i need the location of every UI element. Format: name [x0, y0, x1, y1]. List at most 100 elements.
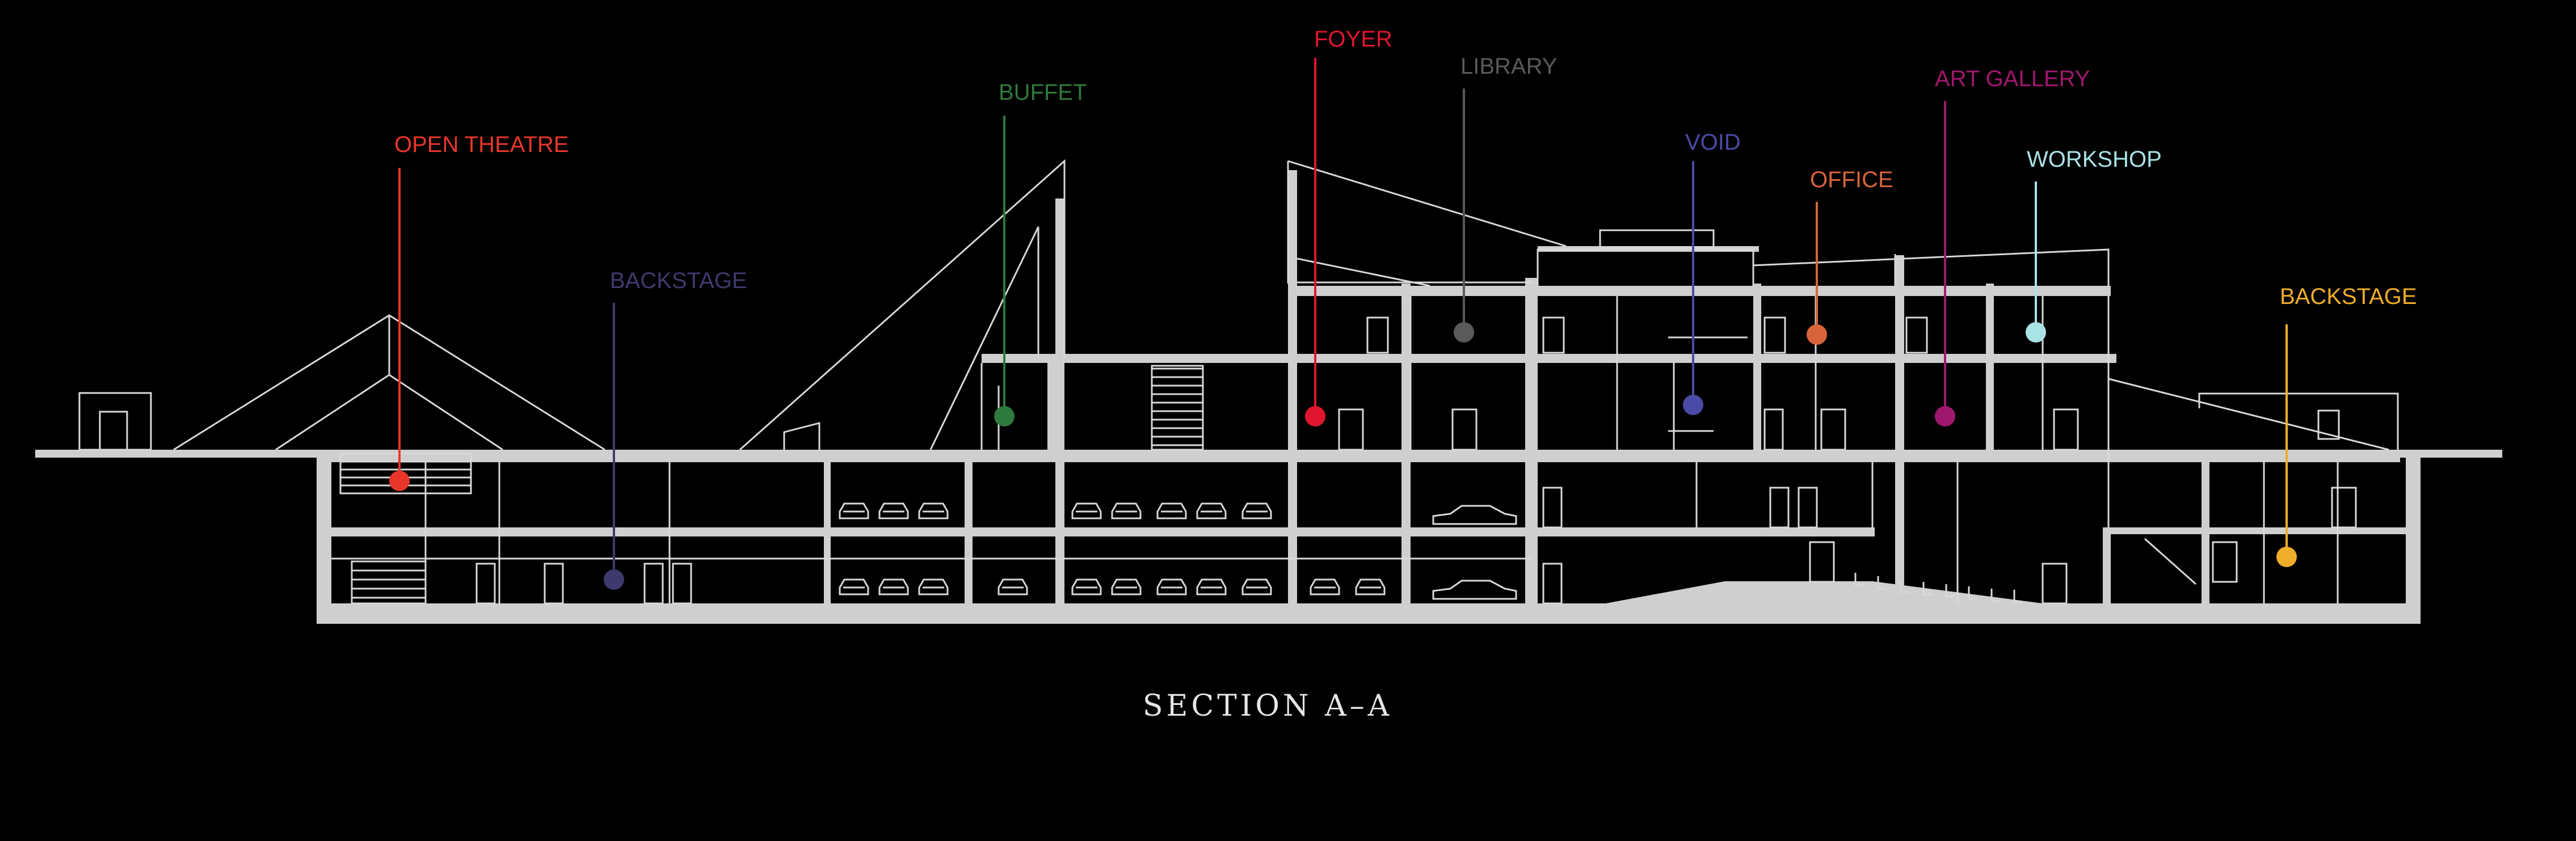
column: [1753, 284, 1761, 454]
door-icon: [672, 563, 692, 605]
car-icon: [839, 502, 869, 519]
main-sloped-roof: [1287, 160, 1567, 247]
column: [965, 454, 973, 604]
column: [1047, 363, 1055, 454]
doors: [475, 316, 2357, 605]
door-icon: [1798, 487, 1818, 529]
door-icon: [1451, 408, 1478, 451]
column: [1055, 198, 1064, 604]
car-icon: [1432, 505, 1517, 525]
car-icon: [1432, 580, 1517, 600]
basement-floor-slab: [317, 603, 2421, 624]
car-icon: [918, 578, 949, 595]
room-label: ART GALLERY: [1935, 66, 2090, 91]
door-icon: [1338, 408, 1364, 451]
car-icon: [1196, 502, 1227, 519]
room-label: BUFFET: [999, 80, 1087, 105]
parking-cars: [839, 502, 1517, 600]
roof-block: [1537, 248, 1754, 286]
room-label: VOID: [1685, 130, 1741, 155]
door-icon: [1820, 408, 1846, 451]
second-floor-slab: [1294, 286, 2111, 296]
door-icon: [1542, 487, 1563, 529]
marker-dot: [2276, 547, 2297, 567]
marker-dot: [1935, 406, 1955, 426]
room-label: OFFICE: [1810, 167, 1893, 192]
marker-dot: [1683, 395, 1703, 415]
door-icon: [475, 563, 496, 605]
car-icon: [1241, 502, 1272, 519]
room-label: OPEN THEATRE: [394, 132, 569, 157]
stage-platform: [2103, 527, 2111, 604]
marker-dot: [389, 471, 410, 491]
room-label: WORKSHOP: [2027, 147, 2162, 172]
marker-dot: [1807, 324, 1827, 345]
car-icon: [918, 502, 949, 519]
column: [824, 454, 831, 604]
door-icon: [1763, 316, 1786, 354]
building-section: [35, 170, 2502, 624]
column: [1401, 284, 1411, 604]
stair: [1151, 365, 1204, 451]
basement-mid-slab-right: [2105, 527, 2406, 534]
room-label: LIBRARY: [1460, 54, 1557, 79]
door-icon: [1542, 563, 1563, 605]
left-kiosk: [78, 392, 152, 451]
column: [1288, 170, 1297, 604]
door-icon: [2053, 408, 2079, 451]
door-icon: [2212, 541, 2238, 583]
inner-roof-slope: [1297, 257, 1430, 287]
basement-wall-right: [2406, 454, 2421, 624]
marker-dot: [604, 569, 624, 590]
door-icon: [99, 411, 128, 451]
car-icon: [1156, 502, 1187, 519]
door-icon: [544, 563, 564, 605]
ground-slab-right: [2400, 450, 2502, 458]
backstage-block: [2198, 392, 2399, 450]
door-icon: [1763, 408, 1784, 451]
roof-cap: [1599, 229, 1715, 248]
car-icon: [1196, 578, 1227, 595]
door-icon: [643, 563, 664, 605]
first-floor-slab: [982, 354, 2116, 363]
door-icon: [1769, 487, 1790, 529]
stage-diagonal: [2144, 538, 2196, 585]
basement-wall-left: [317, 454, 331, 624]
door-icon: [2317, 409, 2340, 440]
marker-dot: [1454, 322, 1474, 343]
marker-dot: [2026, 322, 2046, 343]
car-icon: [997, 578, 1028, 595]
car-icon: [878, 578, 909, 595]
ramp: [1606, 581, 2043, 603]
door-icon: [2042, 563, 2068, 605]
backstage-roof-slope: [2108, 378, 2389, 451]
right-sloped-roof: [1753, 248, 2110, 286]
car-icon: [1156, 578, 1187, 595]
marker-dot: [1305, 406, 1325, 426]
car-icon: [1111, 578, 1142, 595]
door-icon: [1542, 316, 1565, 354]
linework: [78, 159, 2399, 605]
column: [1895, 255, 1904, 604]
room-label: BACKSTAGE: [2280, 284, 2417, 309]
car-icon: [839, 578, 869, 595]
car-icon: [1071, 578, 1102, 595]
marker-dot: [994, 406, 1015, 426]
car-icon: [1071, 502, 1102, 519]
room-callouts: OPEN THEATRE BACKSTAGE BUFFET FOYER LIBRARY V…: [389, 27, 2417, 590]
buffet-sail-roof: [739, 159, 1066, 451]
car-icon: [1310, 578, 1340, 595]
small-sign: [783, 422, 820, 450]
section-title: SECTION A–A: [1143, 689, 1392, 723]
room-label: BACKSTAGE: [610, 268, 747, 293]
theatre-tent-inner: [275, 374, 503, 451]
room-label: FOYER: [1314, 27, 1392, 52]
door-icon: [2331, 487, 2357, 529]
car-icon: [1241, 578, 1272, 595]
door-icon: [1905, 316, 1928, 354]
car-icon: [1111, 502, 1142, 519]
column: [2202, 454, 2209, 604]
car-icon: [878, 502, 909, 519]
column: [1986, 284, 1994, 454]
